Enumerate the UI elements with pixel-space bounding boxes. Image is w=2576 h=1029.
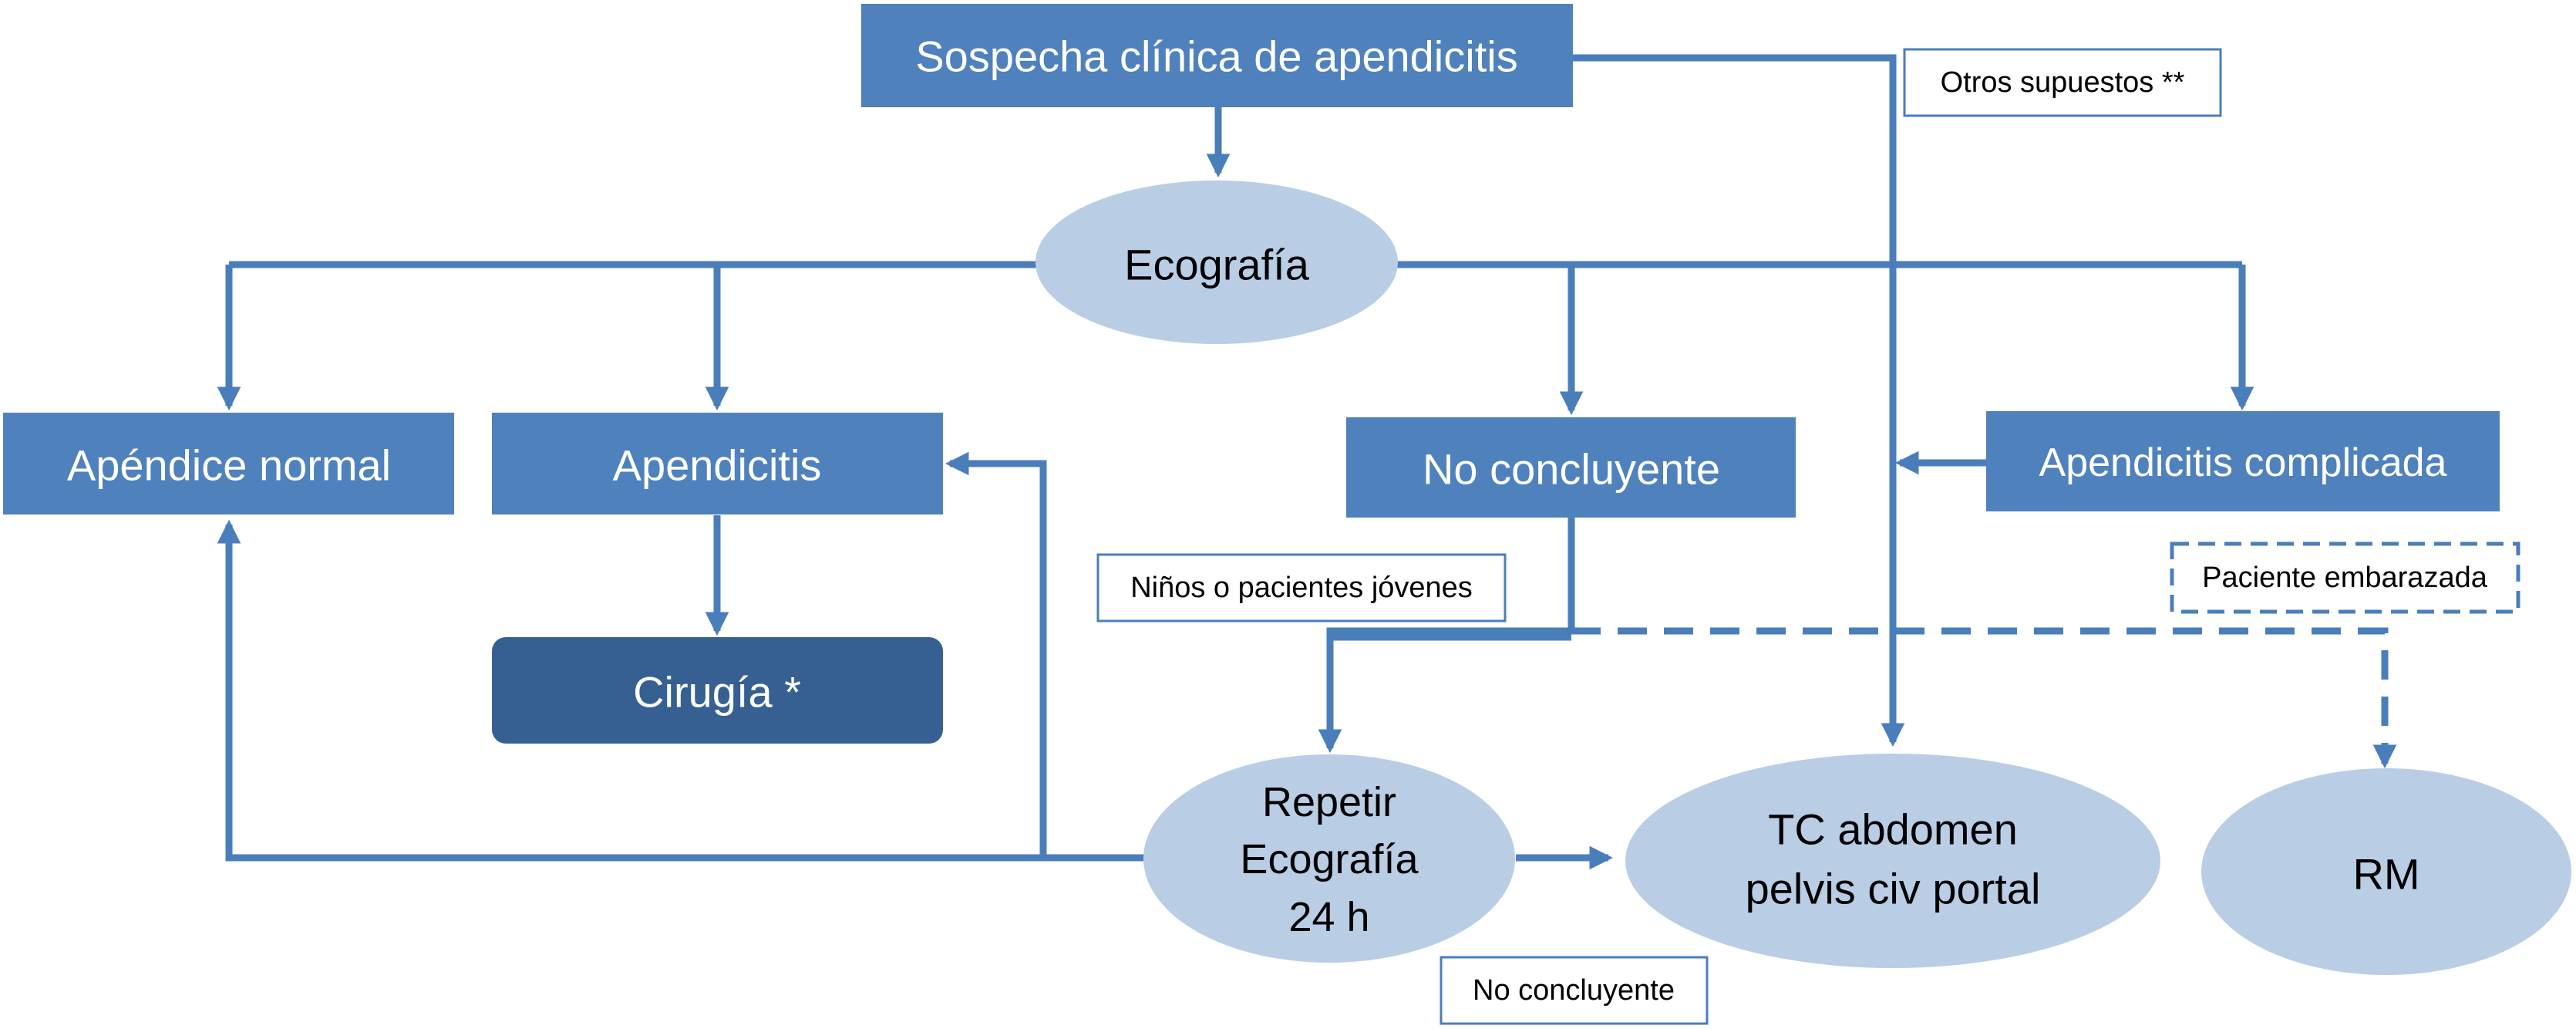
node-inconclusive: No concluyente	[1346, 417, 1796, 518]
label-children-text: Niños o pacientes jóvenes	[1130, 572, 1473, 604]
node-ct-line-1: TC abdomen	[1768, 805, 2018, 854]
node-inconclusive-label: No concluyente	[1423, 445, 1720, 494]
node-suspicion: Sospecha clínica de apendicitis	[861, 4, 1573, 107]
node-repeat-ultrasound-line-3: 24 h	[1288, 894, 1369, 940]
label-other-cases: Otros supuestos **	[1903, 48, 2222, 117]
label-pregnant-text: Paciente embarazada	[2202, 562, 2488, 594]
node-appendicitis: Apendicitis	[492, 413, 943, 514]
node-complicated: Apendicitis complicada	[1986, 411, 2500, 511]
node-appendicitis-label: Apendicitis	[613, 441, 822, 490]
node-repeat-ultrasound: Repetir Ecografía 24 h	[1143, 754, 1515, 963]
node-surgery-label: Cirugía *	[633, 668, 801, 717]
node-suspicion-label: Sospecha clínica de apendicitis	[915, 32, 1517, 81]
node-normal-appendix-label: Apéndice normal	[67, 441, 391, 490]
node-repeat-ultrasound-line-1: Repetir	[1262, 779, 1396, 825]
arrow-repeat-us-to-appendicitis	[945, 451, 1047, 858]
arrow-suspicion-to-ct	[1573, 54, 1905, 747]
node-mri: RM	[2201, 768, 2571, 975]
node-repeat-ultrasound-line-2: Ecografía	[1240, 836, 1419, 882]
node-ultrasound-label: Ecografía	[1124, 241, 1310, 289]
node-ct: TC abdomen pelvis civ portal	[1625, 754, 2160, 968]
label-inconclusive-repeat-text: No concluyente	[1473, 974, 1675, 1007]
arrow-children-to-repeat-us	[1318, 633, 1571, 754]
label-inconclusive-repeat: No concluyente	[1440, 956, 1709, 1025]
label-other-cases-text: Otros supuestos **	[1941, 66, 2185, 99]
node-normal-appendix: Apéndice normal	[3, 413, 454, 514]
label-pregnant: Paciente embarazada	[2170, 541, 2520, 614]
node-ct-line-2: pelvis civ portal	[1746, 865, 2041, 913]
arrow-repeat-us-to-normal	[217, 519, 1144, 862]
node-complicated-label: Apendicitis complicada	[2039, 440, 2447, 485]
node-surgery: Cirugía *	[492, 637, 943, 744]
label-children: Niños o pacientes jóvenes	[1096, 553, 1507, 622]
arrow-pregnant-to-mri	[1571, 627, 2397, 769]
node-ultrasound: Ecografía	[1035, 180, 1398, 344]
node-mri-label: RM	[2352, 850, 2419, 899]
connectors	[217, 54, 2397, 870]
